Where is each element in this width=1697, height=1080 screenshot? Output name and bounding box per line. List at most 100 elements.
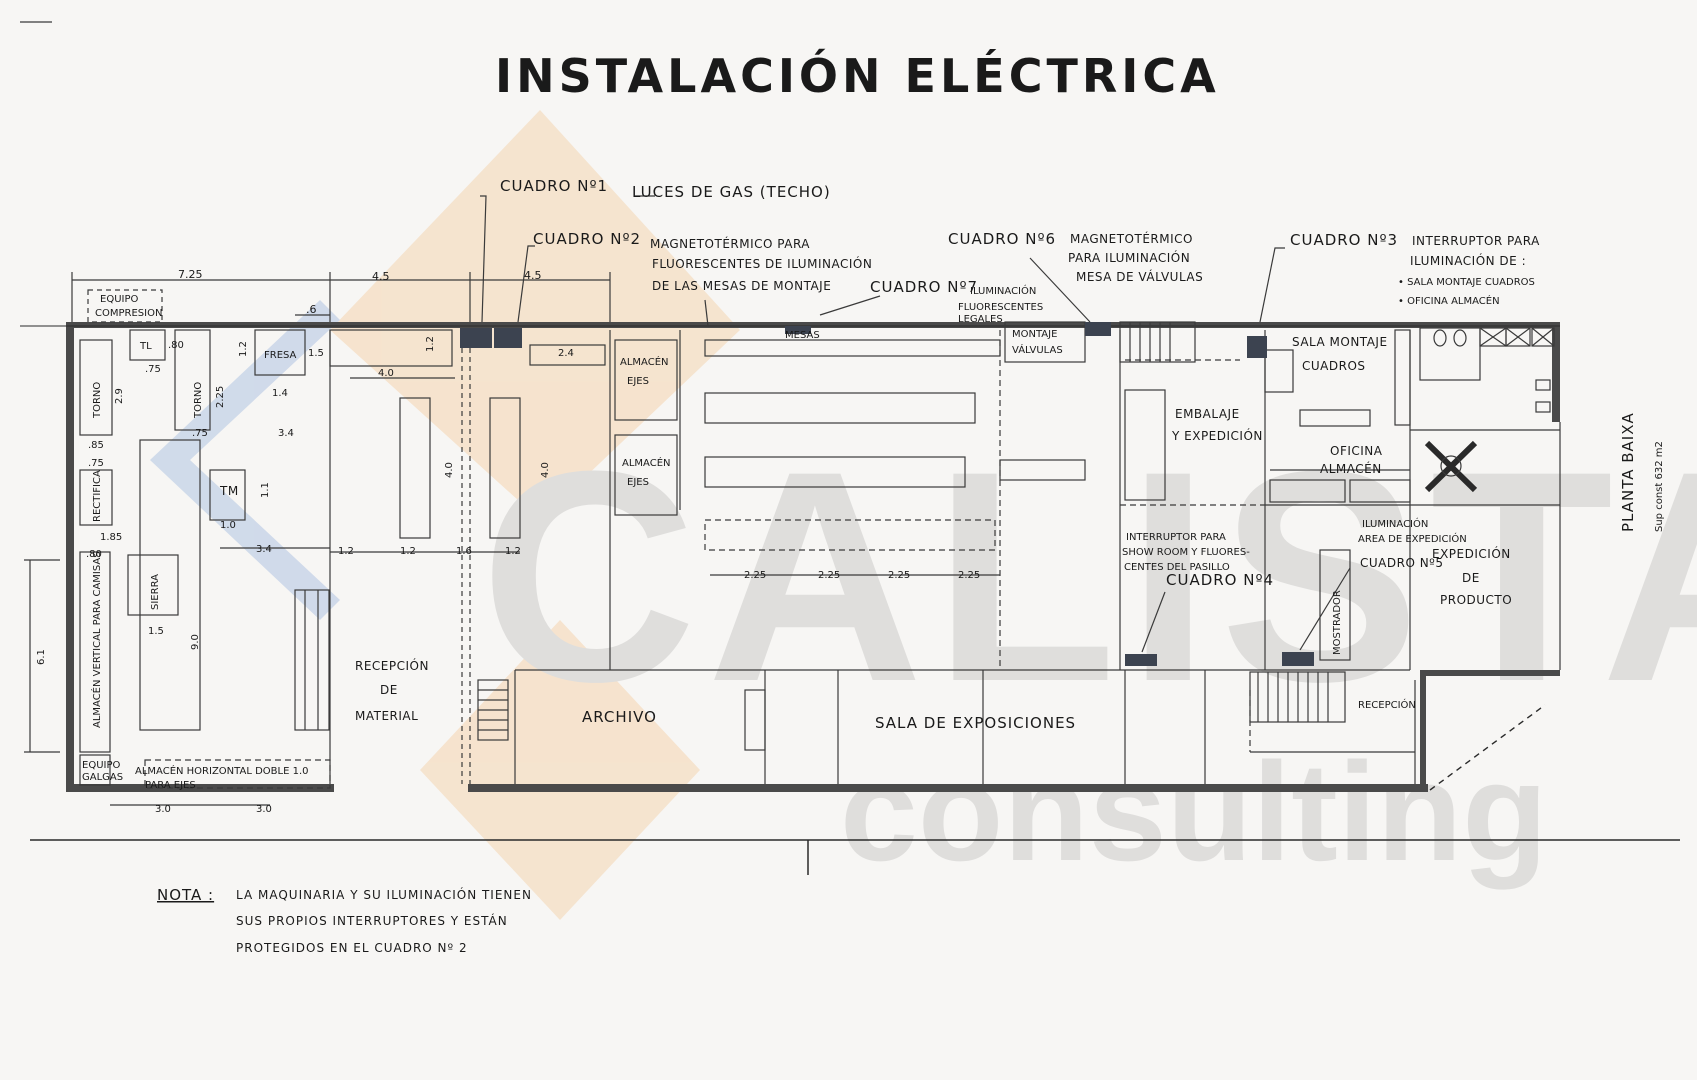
dim-top-4: .6 — [306, 303, 317, 316]
room-sala-montaje-1: SALA MONTAJE — [1292, 335, 1388, 349]
cuadro-4-label: CUADRO Nº4 — [1166, 571, 1274, 589]
dim-1: .80 — [168, 340, 184, 351]
room-expedicion-3: PRODUCTO — [1440, 593, 1512, 607]
cuadro-4-desc-3: CENTES DEL PASILLO — [1124, 562, 1230, 573]
room-montaje-valvulas-1: MONTAJE — [1012, 329, 1057, 340]
dim-15: 1.0 — [220, 520, 236, 531]
room-archivo: ARCHIVO — [582, 708, 657, 726]
cuadro-6-desc-2: PARA ILUMINACIÓN — [1068, 250, 1190, 265]
room-equipo-compresion-2: COMPRESION — [95, 308, 162, 319]
room-equipo-galgas-2: GALGAS — [82, 772, 123, 783]
room-recepcion-material-1: RECEPCIÓN — [355, 658, 429, 673]
cuadro-6-desc-3: MESA DE VÁLVULAS — [1076, 269, 1203, 284]
watermark-brand: CALISTA — [480, 408, 1697, 744]
dim-21: 1.5 — [148, 626, 164, 637]
watermark-sub: consulting — [840, 733, 1548, 890]
room-torno-mid: TORNO — [193, 382, 204, 419]
note-line-3: PROTEGIDOS EN EL CUADRO Nº 2 — [236, 941, 468, 955]
cuadro-3-label: CUADRO Nº3 — [1290, 231, 1398, 249]
room-almacen-ejes-1b: EJES — [627, 376, 649, 387]
cuadro-5-panel[interactable] — [1282, 652, 1314, 666]
room-almacen-horizontal-1: ALMACÉN HORIZONTAL DOBLE 1.0 — [135, 764, 308, 777]
dim-bay-3: 2.25 — [888, 570, 910, 581]
room-mostrador: MOSTRADOR — [1332, 590, 1343, 655]
cuadro-6-label: CUADRO Nº6 — [948, 230, 1056, 248]
cuadro-7-label: CUADRO Nº7 — [870, 278, 978, 296]
room-oficina-almacen-1: OFICINA — [1330, 444, 1383, 458]
cuadro-5-desc-2: AREA DE EXPEDICIÓN — [1358, 532, 1467, 545]
dim-3: 1.2 — [238, 341, 249, 357]
dim-top-1: 7.25 — [178, 268, 203, 281]
dim-10: .85 — [88, 440, 104, 451]
cuadro-labels: CUADRO Nº1 LUCES DE GAS (TECHO) CUADRO N… — [500, 177, 1540, 589]
room-expedicion-2: DE — [1462, 571, 1480, 585]
cuadro-3-desc-1: INTERRUPTOR PARA — [1412, 234, 1540, 248]
cuadro-4-desc-1: INTERRUPTOR PARA — [1126, 532, 1226, 543]
dim-18: 2.4 — [558, 348, 574, 359]
cuadro-3-desc-2: ILUMINACIÓN DE : — [1410, 253, 1526, 268]
dim-2: .75 — [145, 364, 161, 375]
cuadro-7-desc-1: ILUMINACIÓN — [970, 284, 1036, 297]
cuadro-5-label: CUADRO Nº5 — [1360, 556, 1443, 570]
dim-bay-1: 2.25 — [744, 570, 766, 581]
dim-20: 4.0 — [540, 462, 551, 478]
room-almacen-horizontal-2: PARA EJES — [145, 780, 196, 791]
room-almacen-ejes-1a: ALMACÉN — [620, 355, 669, 368]
dim-26: 1.2 — [400, 546, 416, 557]
cuadro-6-panel[interactable] — [1085, 322, 1111, 336]
cuadro-1-label: CUADRO Nº1 — [500, 177, 608, 195]
cuadro-7-panel[interactable] — [785, 326, 811, 334]
dim-27: 1.6 — [456, 546, 472, 557]
dim-8: 3.4 — [278, 428, 294, 439]
staircase-right — [1249, 671, 1346, 723]
dim-19: 4.0 — [444, 462, 455, 478]
room-sala-exposiciones: SALA DE EXPOSICIONES — [875, 714, 1076, 732]
cuadro-3-panel[interactable] — [1247, 336, 1267, 358]
dim-22: 9.0 — [190, 634, 201, 650]
dim-5: 2.25 — [215, 386, 226, 408]
dim-top-2: 4.5 — [372, 270, 390, 283]
cuadro-1-panel[interactable] — [460, 328, 492, 348]
dim-13: .80 — [86, 549, 102, 560]
room-sala-montaje-2: CUADROS — [1302, 359, 1366, 373]
cuadro-2-label: CUADRO Nº2 — [533, 230, 641, 248]
room-sierra: SIERRA — [150, 574, 161, 610]
room-montaje-valvulas-2: VÁLVULAS — [1012, 343, 1063, 356]
cuadro-3-desc-4: • OFICINA ALMACÉN — [1398, 294, 1500, 307]
watermark-logo-blue — [150, 300, 340, 620]
room-tm: TM — [219, 484, 239, 498]
dim-7: .75 — [192, 428, 208, 439]
dim-12: 1.85 — [100, 532, 122, 543]
watermark-logo-orange — [330, 110, 740, 520]
interior-partitions — [329, 321, 1561, 784]
note-heading: NOTA : — [157, 886, 214, 904]
dim-24: 3.4 — [256, 544, 272, 555]
room-recepcion-material-3: MATERIAL — [355, 709, 418, 723]
dim-bay-4: 2.25 — [958, 570, 980, 581]
leader-lines — [480, 195, 1351, 653]
superficie-construida: Sup const 632 m2 — [1654, 441, 1665, 532]
cuadro-4-desc-2: SHOW ROOM Y FLUORES- — [1122, 547, 1250, 558]
room-rectificadora: RECTIFICA — [92, 470, 103, 522]
note-line-1: LA MAQUINARIA Y SU ILUMINACIÓN TIENEN — [236, 887, 532, 902]
note-block: NOTA : LA MAQUINARIA Y SU ILUMINACIÓN TI… — [157, 886, 532, 955]
room-oficina-almacen-2: ALMACÉN — [1320, 461, 1382, 476]
side-caption: PLANTA BAIXA Sup const 632 m2 — [1619, 412, 1665, 532]
room-torno-left: TORNO — [92, 382, 103, 419]
room-almacen-vertical: ALMACÉN VERTICAL PARA CAMISAS — [90, 551, 103, 728]
room-almacen-ejes-2b: EJES — [627, 477, 649, 488]
cuadro-6-desc-1: MAGNETOTÉRMICO — [1070, 231, 1193, 246]
cuadro-1-desc: LUCES DE GAS (TECHO) — [632, 183, 831, 201]
dimension-labels: 7.25 4.5 4.5 .6 .80 .75 1.2 1.5 2.25 1.4… — [36, 268, 980, 815]
staircase-left — [477, 679, 509, 741]
room-embalaje-2: Y EXPEDICIÓN — [1171, 428, 1263, 443]
cuadro-3-desc-3: • SALA MONTAJE CUADROS — [1398, 277, 1535, 288]
cuadro-7-desc-2: FLUORESCENTES — [958, 302, 1043, 313]
cuadro-2-panel[interactable] — [494, 328, 522, 348]
dim-11: .75 — [88, 458, 104, 469]
room-expedicion-1: EXPEDICIÓN — [1432, 546, 1511, 561]
cuadro-4-panel[interactable] — [1125, 654, 1157, 666]
table-with-chairs — [1424, 440, 1478, 493]
dim-29: 3.0 — [155, 804, 171, 815]
